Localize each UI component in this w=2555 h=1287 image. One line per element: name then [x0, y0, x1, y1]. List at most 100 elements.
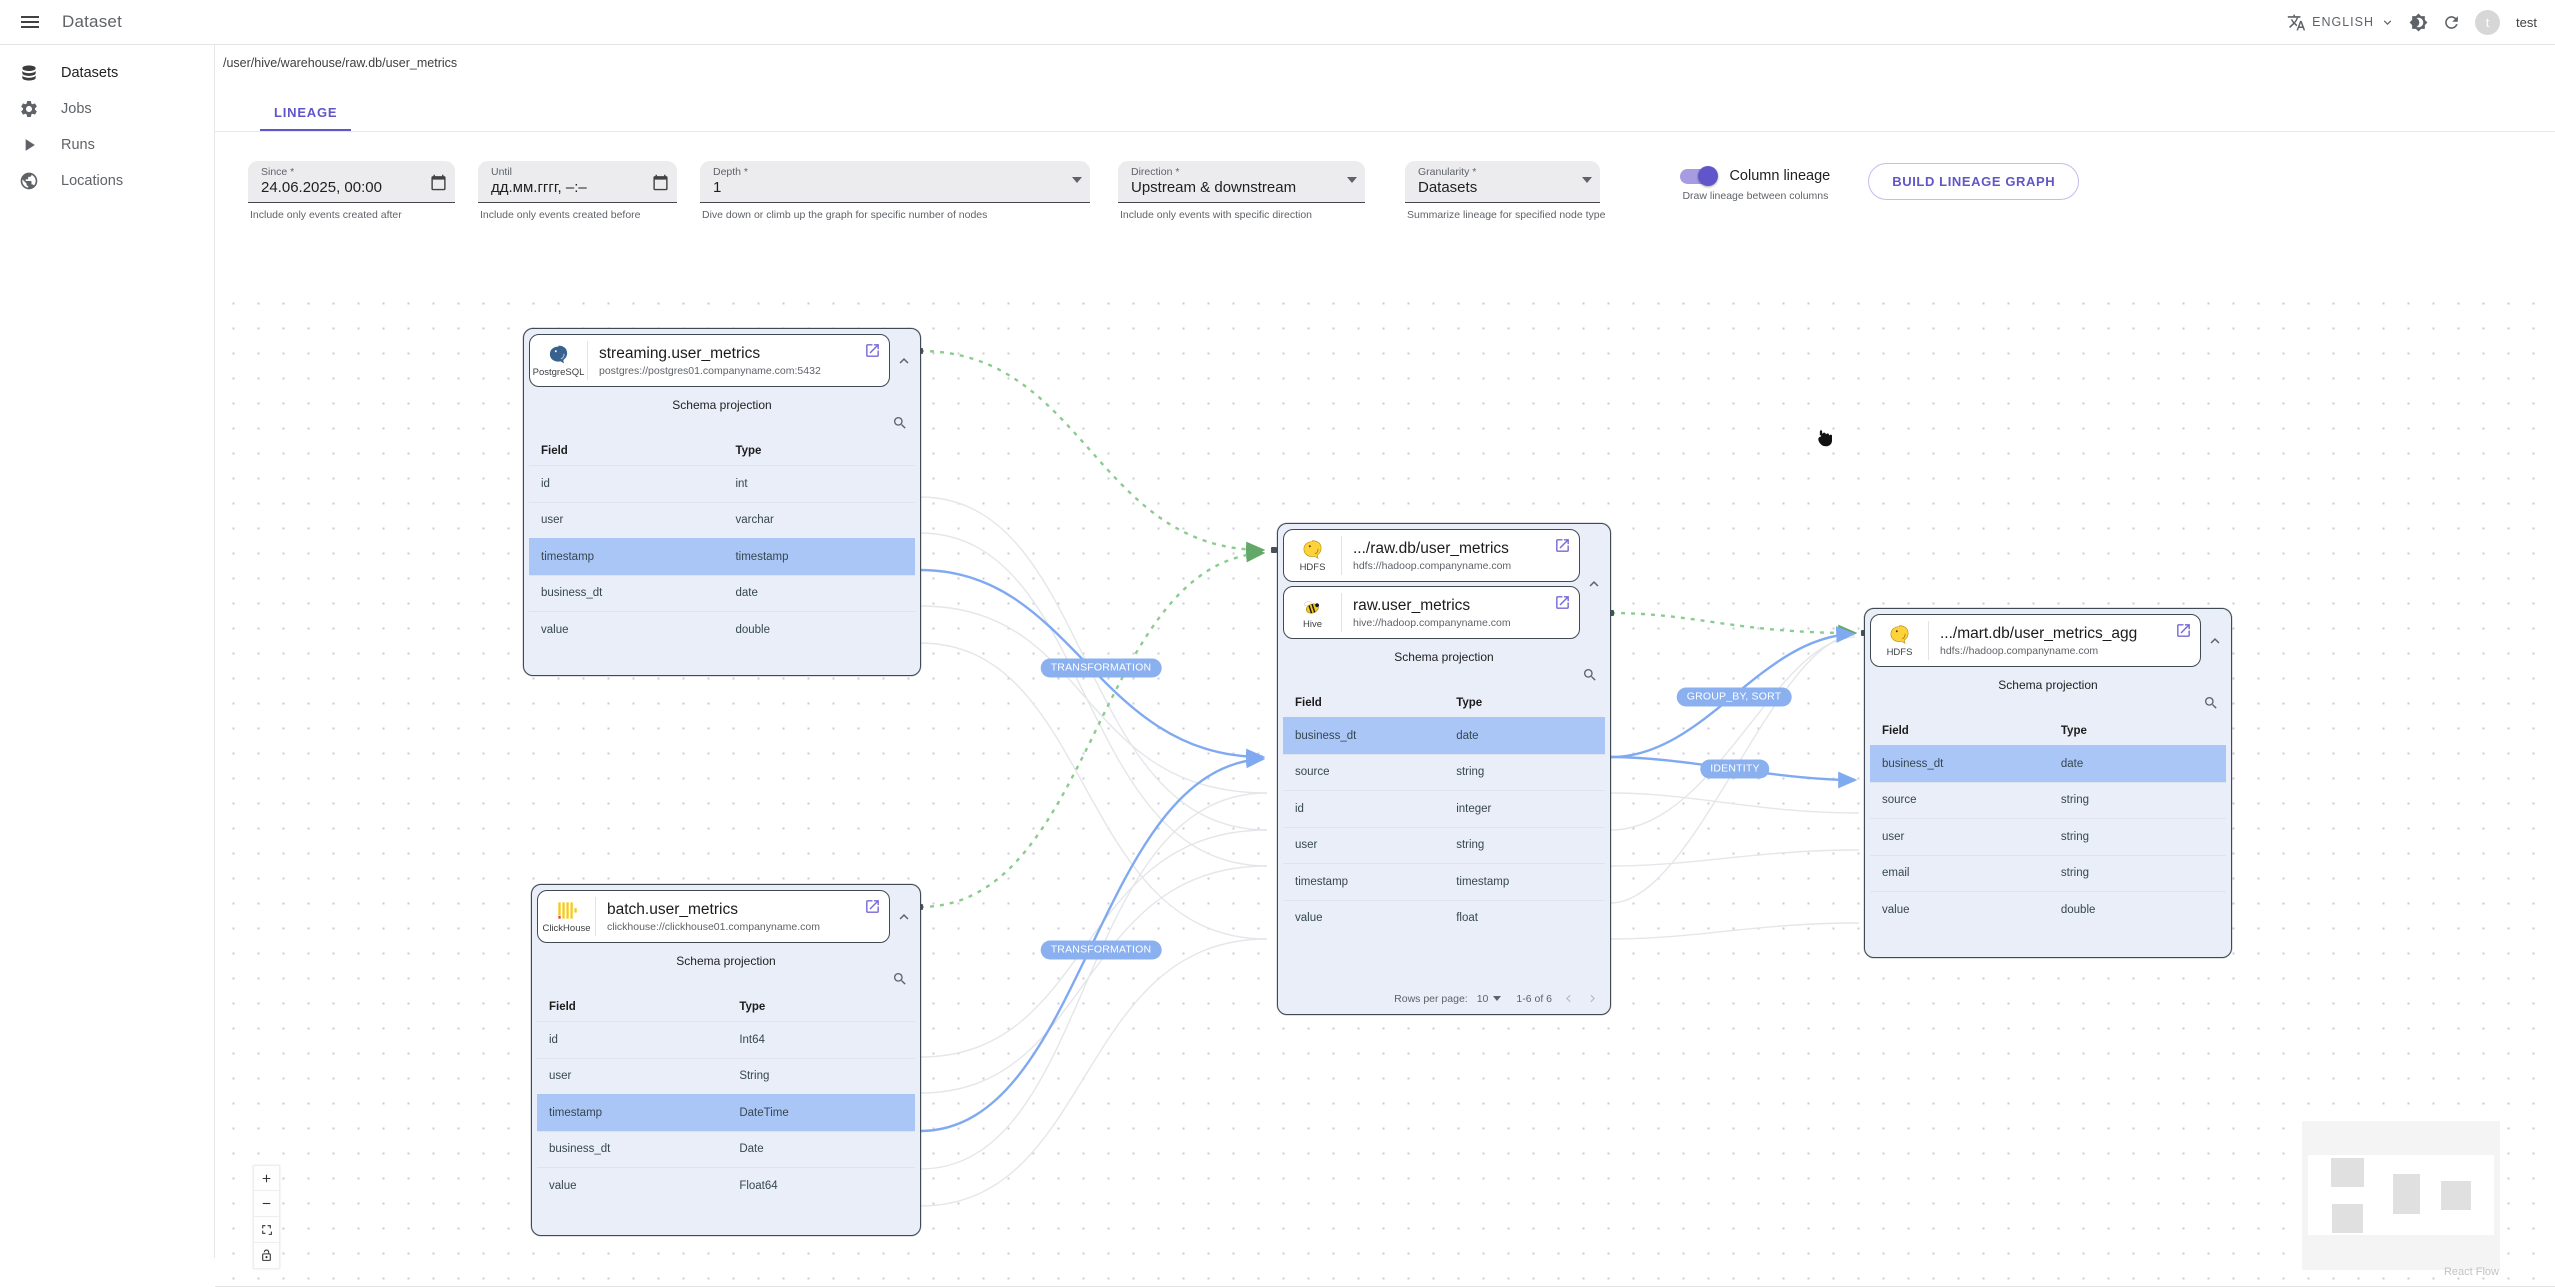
- external-link-icon[interactable]: [1554, 537, 1571, 554]
- external-link-icon[interactable]: [864, 342, 881, 359]
- dataset-header-batch[interactable]: ClickHouse batch.user_metrics clickhouse…: [537, 890, 890, 943]
- external-link-icon[interactable]: [1554, 594, 1571, 611]
- edge-label-transformation: TRANSFORMATION: [1041, 659, 1162, 678]
- zoom-in-button[interactable]: [253, 1165, 280, 1191]
- fit-view-button[interactable]: [253, 1217, 280, 1243]
- sidebar-item-datasets[interactable]: Datasets: [0, 55, 214, 91]
- external-link-icon[interactable]: [864, 898, 881, 915]
- search-icon[interactable]: [2203, 695, 2219, 711]
- refresh-icon[interactable]: [2442, 13, 2461, 32]
- granularity-helper: Summarize lineage for specified node typ…: [1407, 209, 1605, 221]
- collapse-node-icon[interactable]: [890, 352, 918, 370]
- lock-button[interactable]: [253, 1243, 280, 1269]
- sidebar-item-label: Runs: [61, 137, 95, 153]
- search-icon[interactable]: [1582, 667, 1598, 683]
- collapse-node-icon[interactable]: [1580, 575, 1608, 593]
- source-type-label: ClickHouse: [542, 923, 590, 934]
- next-page-icon[interactable]: [1585, 991, 1600, 1006]
- column-lineage-toggle[interactable]: Column lineage: [1680, 168, 1830, 184]
- language-selector[interactable]: ENGLISH: [2287, 13, 2395, 32]
- build-lineage-graph-button[interactable]: BUILD LINEAGE GRAPH: [1868, 163, 2079, 200]
- dataset-url: hive://hadoop.companyname.com: [1353, 617, 1511, 629]
- depth-helper: Dive down or climb up the graph for spec…: [702, 209, 1090, 221]
- menu-icon[interactable]: [18, 10, 42, 34]
- toggle-switch[interactable]: [1680, 169, 1716, 184]
- node-batch-user-metrics[interactable]: ClickHouse batch.user_metrics clickhouse…: [531, 884, 921, 1236]
- dataset-header-streaming[interactable]: PostgreSQL streaming.user_metrics postgr…: [529, 334, 890, 387]
- external-link-icon[interactable]: [2175, 622, 2192, 639]
- dataset-header-mart[interactable]: HDFS .../mart.db/user_metrics_agg hdfs:/…: [1870, 614, 2201, 667]
- clickhouse-icon: [555, 899, 578, 922]
- dataset-title: .../mart.db/user_metrics_agg: [1940, 625, 2137, 643]
- search-icon[interactable]: [892, 971, 908, 987]
- until-field[interactable]: Until дд.мм.гггг, –:–: [478, 161, 677, 203]
- rows-per-page-value[interactable]: 10: [1477, 993, 1489, 1005]
- sidebar-item-jobs[interactable]: Jobs: [0, 91, 214, 127]
- zoom-out-button[interactable]: [253, 1191, 280, 1217]
- hdfs-icon: [1301, 538, 1324, 561]
- dataset-url: hdfs://hadoop.companyname.com: [1940, 645, 2137, 657]
- previous-page-icon[interactable]: [1561, 991, 1576, 1006]
- calendar-icon[interactable]: [652, 174, 669, 191]
- since-value[interactable]: 24.06.2025, 00:00: [261, 179, 425, 196]
- calendar-icon[interactable]: [430, 174, 447, 191]
- caret-down-icon[interactable]: [1493, 996, 1501, 1001]
- tab-lineage[interactable]: LINEAGE: [260, 96, 351, 131]
- chevron-down-icon: [2380, 15, 2395, 30]
- column-lineage-label: Column lineage: [1729, 168, 1830, 184]
- until-value[interactable]: дд.мм.гггг, –:–: [491, 179, 647, 196]
- granularity-select[interactable]: Granularity * Datasets: [1405, 161, 1600, 203]
- collapse-node-icon[interactable]: [2201, 632, 2229, 650]
- dataset-title: raw.user_metrics: [1353, 597, 1511, 615]
- since-helper: Include only events created after: [250, 209, 455, 221]
- sidebar-item-runs[interactable]: Runs: [0, 127, 214, 163]
- schema-pagination: Rows per page: 10 1-6 of 6: [1278, 985, 1610, 1014]
- until-label: Until: [491, 166, 647, 178]
- since-field[interactable]: Since * 24.06.2025, 00:00: [248, 161, 455, 203]
- avatar[interactable]: t: [2475, 10, 2500, 35]
- hand-cursor: [1813, 423, 1840, 450]
- theme-toggle-icon[interactable]: [2409, 13, 2428, 32]
- dataset-url: hdfs://hadoop.companyname.com: [1353, 560, 1511, 572]
- sidebar-item-locations[interactable]: Locations: [0, 163, 214, 199]
- direction-value[interactable]: Upstream & downstream: [1131, 179, 1335, 196]
- minimap[interactable]: [2302, 1121, 2500, 1270]
- search-icon[interactable]: [892, 415, 908, 431]
- node-streaming-user-metrics[interactable]: PostgreSQL streaming.user_metrics postgr…: [523, 328, 921, 676]
- node-mart-user-metrics-agg[interactable]: HDFS .../mart.db/user_metrics_agg hdfs:/…: [1864, 608, 2232, 958]
- granularity-label: Granularity *: [1418, 166, 1570, 178]
- lineage-canvas[interactable]: PostgreSQL streaming.user_metrics postgr…: [215, 285, 2555, 1287]
- breadcrumb: /user/hive/warehouse/raw.db/user_metrics: [215, 45, 2555, 70]
- edge-label-group-by-sort: GROUP_BY, SORT: [1677, 688, 1792, 707]
- depth-select[interactable]: Depth * 1: [700, 161, 1090, 203]
- granularity-value[interactable]: Datasets: [1418, 179, 1570, 196]
- dataset-header-raw-hive[interactable]: Hive raw.user_metrics hive://hadoop.comp…: [1283, 586, 1580, 639]
- collapse-node-icon[interactable]: [890, 908, 918, 926]
- node-raw-user-metrics[interactable]: HDFS .../raw.db/user_metrics hdfs://hado…: [1277, 523, 1611, 1015]
- dataset-header-raw-hdfs[interactable]: HDFS .../raw.db/user_metrics hdfs://hado…: [1283, 529, 1580, 582]
- direction-select[interactable]: Direction * Upstream & downstream: [1118, 161, 1365, 203]
- schema-projection-label: Schema projection: [532, 954, 920, 968]
- depth-value[interactable]: 1: [713, 179, 1060, 196]
